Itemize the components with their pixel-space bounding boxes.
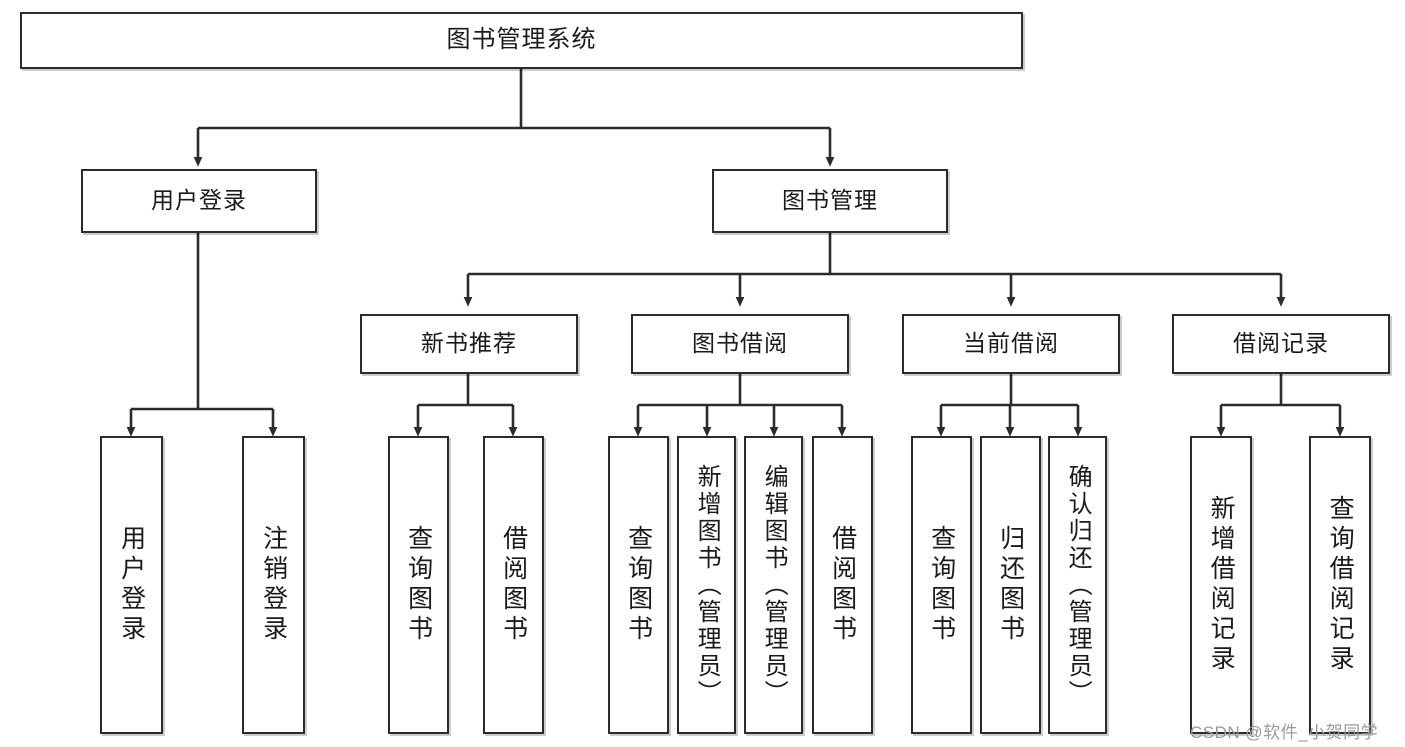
node-label: 归还图书 — [996, 525, 1025, 645]
node-label: 用户登录 — [117, 525, 146, 645]
node-leaf-add-book[interactable]: 新增图书（管理员） — [677, 436, 736, 734]
node-leaf-borrow-book-1[interactable]: 借阅图书 — [483, 436, 544, 734]
node-label: 编辑图书（管理员） — [760, 463, 788, 707]
node-leaf-query-book-1[interactable]: 查询图书 — [388, 436, 449, 734]
node-leaf-logout[interactable]: 注销登录 — [242, 436, 305, 734]
node-label: 注销登录 — [259, 525, 288, 645]
node-book-management[interactable]: 图书管理 — [712, 169, 948, 233]
node-leaf-edit-book[interactable]: 编辑图书（管理员） — [744, 436, 803, 734]
node-user-login[interactable]: 用户登录 — [81, 169, 317, 233]
node-root-book-management-system[interactable]: 图书管理系统 — [20, 12, 1023, 69]
node-leaf-user-login[interactable]: 用户登录 — [100, 436, 163, 734]
node-label: 图书管理 — [782, 187, 878, 214]
node-label: 新增图书（管理员） — [693, 463, 721, 707]
node-label: 新书推荐 — [421, 330, 517, 357]
node-label: 查询图书 — [404, 525, 433, 645]
node-new-book-recommend[interactable]: 新书推荐 — [360, 314, 578, 374]
node-leaf-return-book[interactable]: 归还图书 — [980, 436, 1041, 734]
node-label: 确认归还（管理员） — [1064, 463, 1092, 707]
node-leaf-confirm-return[interactable]: 确认归还（管理员） — [1048, 436, 1107, 734]
node-label: 当前借阅 — [963, 330, 1059, 357]
node-label: 新增借阅记录 — [1207, 495, 1236, 675]
node-leaf-query-record[interactable]: 查询借阅记录 — [1309, 436, 1371, 734]
node-label: 查询借阅记录 — [1326, 495, 1355, 675]
node-label: 图书借阅 — [692, 330, 788, 357]
watermark-text: CSDN @软件_小贺同学 — [1190, 723, 1379, 742]
node-leaf-query-book-2[interactable]: 查询图书 — [608, 436, 669, 734]
node-label: 图书管理系统 — [446, 26, 597, 54]
node-label: 查询图书 — [927, 525, 956, 645]
node-leaf-query-book-3[interactable]: 查询图书 — [911, 436, 972, 734]
node-label: 用户登录 — [151, 187, 247, 214]
node-borrow-record[interactable]: 借阅记录 — [1172, 314, 1390, 374]
node-label: 借阅图书 — [828, 525, 857, 645]
node-label: 查询图书 — [624, 525, 653, 645]
node-current-borrow[interactable]: 当前借阅 — [902, 314, 1120, 374]
node-label: 借阅记录 — [1233, 330, 1329, 357]
node-leaf-borrow-book-2[interactable]: 借阅图书 — [812, 436, 873, 734]
node-label: 借阅图书 — [499, 525, 528, 645]
node-leaf-add-record[interactable]: 新增借阅记录 — [1190, 436, 1252, 734]
node-book-borrow[interactable]: 图书借阅 — [631, 314, 849, 374]
